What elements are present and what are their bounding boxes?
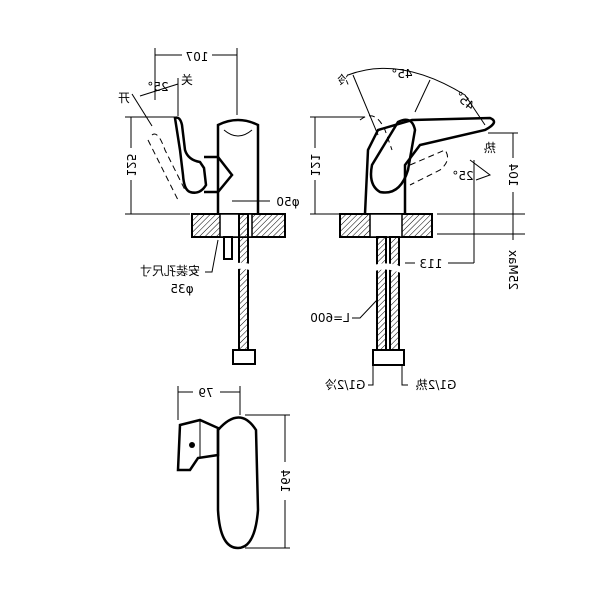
length-dim-label: 164 (278, 470, 292, 493)
spout-height-label: 104 (506, 164, 520, 187)
open-label: 开 (118, 91, 130, 105)
height-dim-label: 125 (124, 154, 138, 177)
cold-angle-label: 45° (391, 67, 412, 81)
width-dim-label: 107 (186, 50, 209, 64)
side-view: 45° 45° 冷 热 25° 121 104 25Max (308, 67, 525, 392)
angle-label: 25° (147, 80, 168, 94)
hot-angle-label: 45° (452, 89, 477, 113)
dim-104: 104 25Max (437, 132, 525, 290)
dim-107: 107 (154, 48, 238, 115)
front-view: 107 25° 关 开 125 φ50 安装孔尺寸 φ (118, 48, 300, 365)
deck-max-label: 25Max (506, 250, 520, 290)
hot-label: 热 (484, 141, 496, 155)
dim-79: 79 (177, 386, 241, 420)
side-height-dim-label: 121 (308, 154, 322, 177)
dim-164: 164 (245, 414, 292, 549)
hole-label: 安装孔尺寸 (140, 263, 200, 278)
top-view: 79 164 (176, 386, 292, 550)
dim-121: 121 (308, 116, 365, 215)
depth-dim-label: 79 (198, 386, 213, 400)
dim-113: 113 (405, 160, 475, 271)
body-dia-label: φ50 (276, 195, 299, 209)
small-angle-label: 25° (452, 169, 473, 183)
cold-label: 冷 (337, 73, 349, 87)
hole-dia-label: φ35 (170, 282, 193, 296)
hose-length-label: L=600 (310, 311, 350, 325)
cold-conn-label: G1/2冷 (325, 378, 366, 392)
close-label: 关 (181, 73, 193, 87)
dim-125: 125 (124, 116, 190, 215)
reach-dim-label: 113 (420, 257, 443, 271)
hot-conn-label: G1/2热 (416, 378, 457, 392)
